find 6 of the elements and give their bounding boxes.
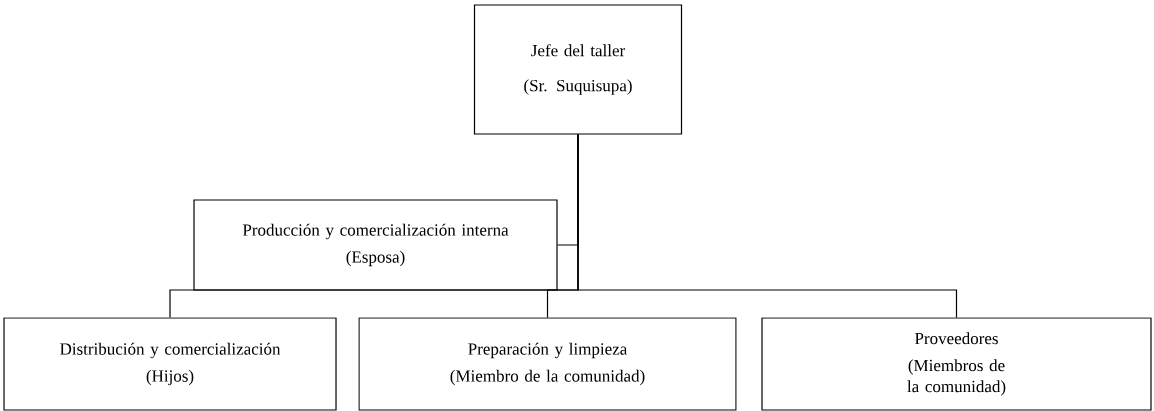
org-box: Proveedores (Miembros de la comunidad) — [761, 317, 1152, 411]
org-box: Distribución y comercialización (Hijos) — [3, 317, 337, 411]
org-box: Producción y comercialización interna (Esposa) — [193, 199, 558, 291]
org-box: Preparación y limpieza (Miembro de la comunidad) — [358, 317, 737, 411]
org-box: Jefe del taller (Sr. Suquisupa) — [473, 4, 683, 135]
connector-line — [577, 134, 958, 318]
